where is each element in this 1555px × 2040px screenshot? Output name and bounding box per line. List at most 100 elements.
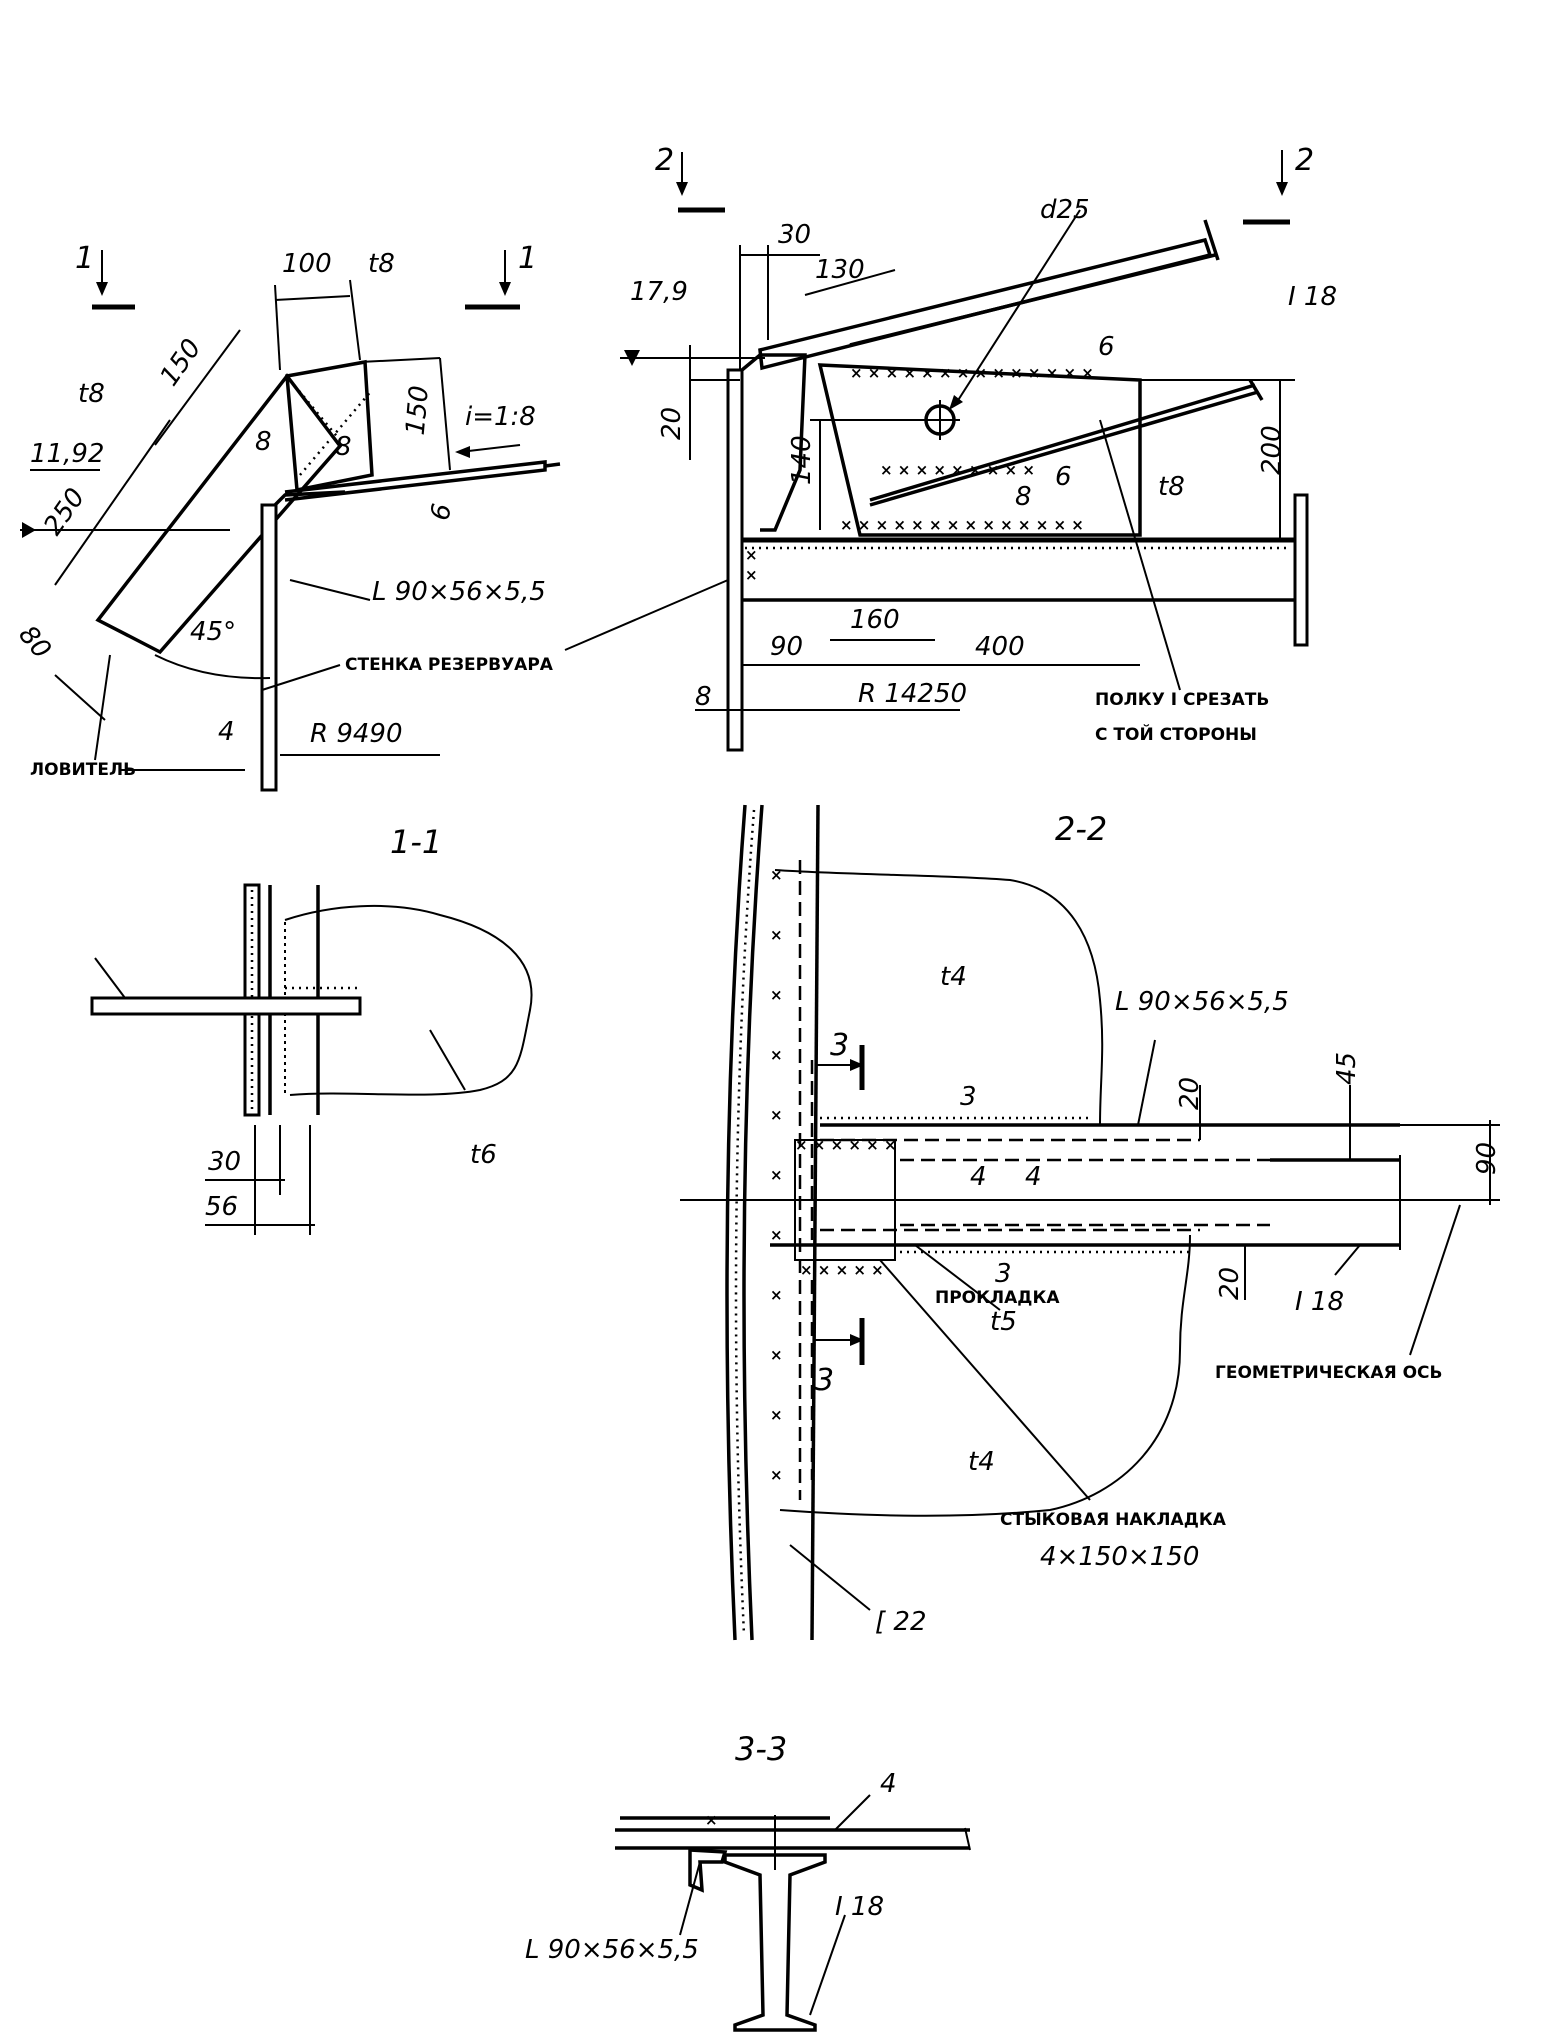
weld-row-mid: × × × × × × × × × (880, 461, 1035, 479)
radius-14250: R 14250 (858, 679, 967, 709)
weld-6b: 6 (1055, 462, 1072, 492)
angle-arc-45 (154, 654, 271, 680)
weld-row-top: × × × × × × × × × × × × × × (850, 364, 1094, 382)
section-mark-1-right: 1 (465, 241, 537, 310)
note-line-1: ПОЛКУ I СРЕЗАТЬ (1095, 690, 1269, 710)
beam-leader-3 (809, 1914, 846, 2016)
weld-hatch-b (299, 389, 373, 476)
axis-label: ГЕОМЕТРИЧЕСКАЯ ОСЬ (1215, 1363, 1442, 1383)
channel-c22-label: [ 22 (875, 1607, 927, 1637)
section-label-1b: 1 (518, 241, 537, 276)
wall-label: СТЕНКА РЕЗЕРВУАРА (345, 655, 554, 675)
cut-mark-3-bottom: 3 (815, 1318, 865, 1398)
elev-17-9: 17,9 (630, 277, 688, 307)
section-3-angle (688, 1848, 728, 1893)
section-2-2: 2-2 × × × × × × × × × × × (680, 804, 1502, 1641)
spacer-leader (914, 1244, 1001, 1311)
elev-11-92: 11,92 (30, 439, 104, 469)
butt-strap-size: 4×150×150 (1040, 1542, 1199, 1572)
inclined-beam-flange-top (849, 253, 1216, 347)
beam-i18-label-3: I 18 (835, 1892, 884, 1922)
dim-90-2: 90 (1472, 1142, 1502, 1175)
weld-col-5: × (770, 1106, 783, 1124)
dim-20: 20 (657, 407, 687, 440)
angle-45-label: 45° (190, 617, 236, 647)
dim-130: 130 (815, 255, 865, 285)
plate-t8-b: t8 (78, 379, 105, 409)
section-title-2-2: 2-2 (1055, 810, 1107, 848)
inclined-beam-flange-bottom (869, 383, 1256, 502)
section-label-1a: 1 (75, 241, 94, 276)
catcher-label: ЛОВИТЕЛЬ (30, 760, 136, 780)
catcher-plate (95, 373, 343, 655)
view-top-left: 1 1 (12, 241, 561, 792)
plate-t6-outline (284, 904, 533, 1096)
weld-col-9: × (770, 1346, 783, 1364)
dim-90: 90 (770, 632, 803, 662)
dim-20-top: 20 (1175, 1077, 1205, 1110)
cut-mark-3-top: 3 (815, 1028, 865, 1090)
weld-x-wall-1: × (745, 546, 758, 564)
dim-150a: 150 (154, 334, 207, 392)
channel-leader (789, 1544, 871, 1611)
weld-strap-bottom: × × × × × (800, 1261, 884, 1279)
weld-4-leader (834, 1794, 871, 1831)
dim-150b: 150 (401, 384, 435, 436)
gusset-plate-t8 (817, 363, 1142, 537)
dim-4: 4 (218, 717, 235, 747)
dim-56: 56 (205, 1192, 238, 1222)
weld-col-3: × (770, 986, 783, 1004)
dim-20-bottom: 20 (1215, 1267, 1245, 1300)
weld-3-bottom: 3 (995, 1259, 1012, 1289)
weld-4a: 4 (970, 1162, 987, 1192)
weld-6a: 6 (1098, 332, 1115, 362)
dim-250: 250 (38, 483, 91, 541)
dim-line-130 (804, 269, 896, 296)
gusset-plate (285, 359, 374, 493)
weld-col-8: × (770, 1286, 783, 1304)
tank-wall-2 (726, 368, 744, 752)
section-3-ibeam (723, 1853, 827, 2032)
weld-strap-top: × × × × × × (795, 1136, 897, 1154)
weld-row-bottom: × × × × × × × × × × × × × × (840, 516, 1084, 534)
radius-9490: R 9490 (310, 719, 403, 749)
weld-8b: 8 (335, 432, 352, 462)
weld-col-10: × (770, 1406, 783, 1424)
note-line-2: С ТОЙ СТОРОНЫ (1095, 723, 1257, 745)
dim-200: 200 (1257, 425, 1287, 475)
wall-leader (261, 664, 341, 691)
plate-leader (94, 957, 126, 999)
cut-label-3a: 3 (830, 1028, 849, 1063)
spacer-label: ПРОКЛАДКА (935, 1288, 1060, 1308)
plate-t8-label: t8 (1158, 472, 1185, 502)
dim-line-150 (154, 329, 241, 446)
dim-80: 80 (12, 620, 56, 665)
plate-t8-a: t8 (368, 249, 395, 279)
hole-d25-label: d25 (1040, 195, 1090, 225)
weld-col-7: × (770, 1226, 783, 1244)
plate-t4-bottom (779, 1234, 1191, 1517)
angle-profile-label: L 90×56×5,5 (372, 577, 546, 607)
curved-wall-outer (725, 804, 747, 1641)
plate-t4-top (774, 869, 1104, 1126)
plate-t6-leader (429, 1029, 466, 1091)
section-label-2a: 2 (655, 143, 674, 178)
dim-line-250 (54, 419, 171, 586)
beam-leader (1334, 1244, 1361, 1276)
weld-4b: 4 (1025, 1162, 1042, 1192)
weld-8: 8 (1015, 482, 1032, 512)
dim-8: 8 (695, 682, 712, 712)
weld-x-wall-2: × (745, 566, 758, 584)
slope-label: i=1:8 (465, 402, 536, 432)
note-leader (1099, 419, 1181, 691)
dim-45: 45 (1332, 1052, 1362, 1085)
hole-leader (954, 209, 1081, 406)
spacer-plate-label: t5 (990, 1307, 1017, 1337)
angle-profile-label-3: L 90×56×5,5 (525, 1935, 699, 1965)
dim-140: 140 (787, 435, 817, 485)
dim-line-80 (54, 674, 106, 721)
dim-line-100 (274, 295, 351, 301)
section-1-1: 1-1 t6 30 56 (90, 823, 533, 1235)
weld-8a: 8 (255, 427, 272, 457)
